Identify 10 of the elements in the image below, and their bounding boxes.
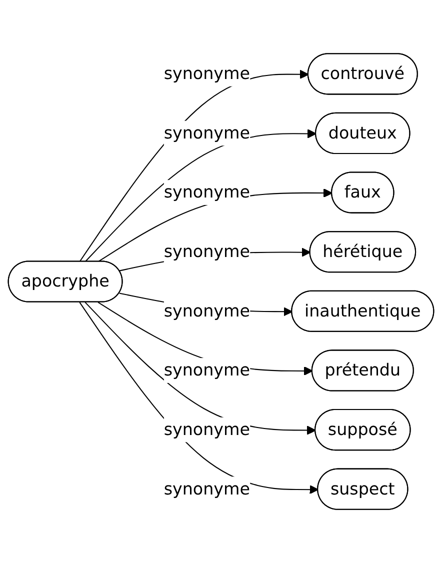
edge-label: synonyme <box>164 182 250 202</box>
edge-label: synonyme <box>164 478 250 498</box>
arrow <box>84 129 316 262</box>
edge-label: synonyme <box>164 122 250 143</box>
edge-label: synonyme <box>164 419 250 440</box>
edge-label: synonyme <box>164 360 250 380</box>
edge-label: synonyme <box>164 64 250 84</box>
arrow <box>79 70 309 262</box>
edge-label: synonyme <box>164 241 250 262</box>
edge-label: synonyme <box>164 300 250 321</box>
